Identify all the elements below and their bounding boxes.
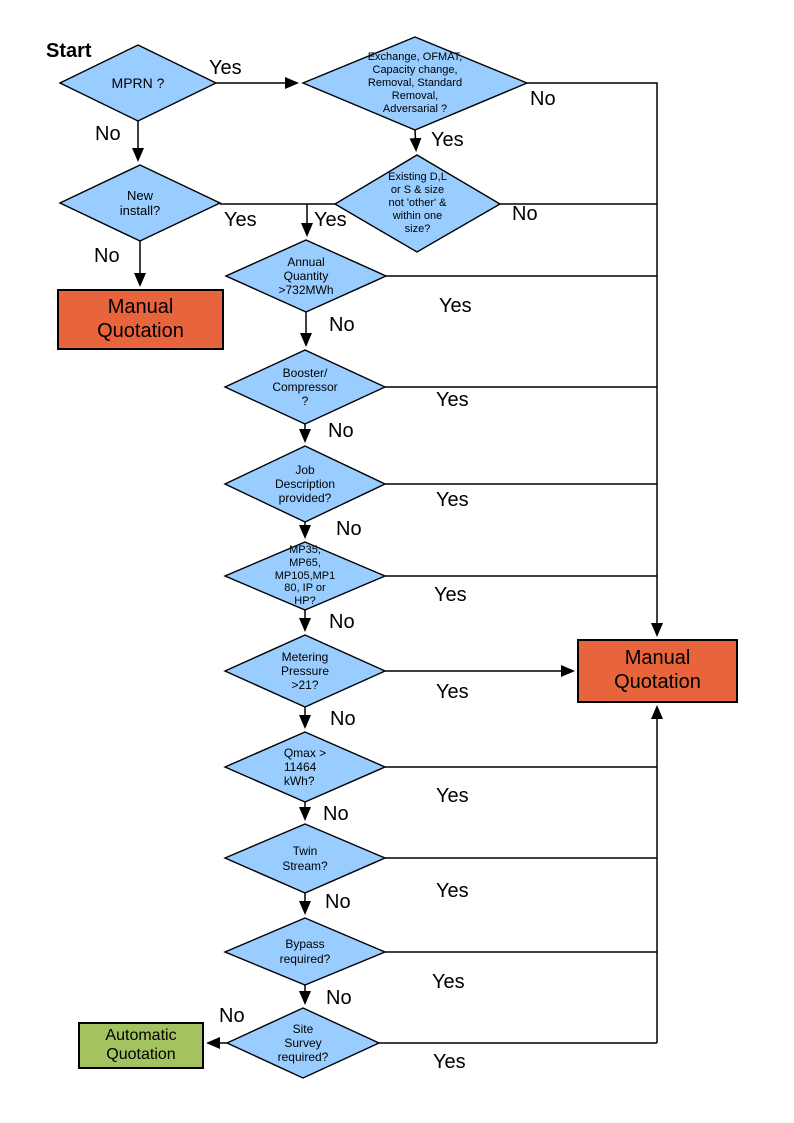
node-label-manual-quotation-left: Manual Quotation	[97, 295, 184, 342]
edge-label-mprn-yes: Yes	[209, 57, 242, 79]
edge-label-exchange-no: No	[530, 88, 556, 110]
edge-label-existing-yes: Yes	[314, 209, 347, 231]
decision-twin-stream	[223, 823, 387, 894]
edge-label-mp-no: No	[329, 611, 355, 633]
decision-qmax	[223, 731, 387, 803]
node-label-manual-quotation-right: Manual Quotation	[614, 647, 701, 693]
edge-label-qmax-no: No	[323, 803, 349, 825]
node-label-bypass: Bypass required?	[279, 937, 331, 966]
decision-mprn	[58, 44, 218, 122]
edge-label-bypass-yes: Yes	[432, 971, 465, 993]
node-label-existing-size: Existing D,L or S & size not 'other' & w…	[388, 171, 447, 235]
edge-label-annual-yes: Yes	[439, 295, 472, 317]
edge-label-existing-no: No	[512, 203, 538, 225]
edge-label-site-yes: Yes	[433, 1051, 466, 1073]
decision-metering-pressure	[223, 634, 387, 708]
edge-label-site-no: No	[219, 1005, 245, 1027]
node-label-mprn: MPRN ?	[111, 74, 165, 91]
decision-mp-pressure-tier	[223, 541, 387, 611]
decision-exchange	[301, 36, 529, 131]
node-label-annual-quantity: Annual Quantity >732MWh	[278, 254, 334, 298]
qmax-label-text: Qmax > 11464 kWh?	[283, 745, 327, 789]
edge-label-qmax-yes: Yes	[436, 785, 469, 807]
manual-quotation-box-left	[57, 289, 224, 350]
node-label-mp-pressure-tier: MP35, MP65, MP105,MP1 80, IP or HP?	[274, 543, 336, 608]
edge-label-job-no: No	[336, 518, 362, 540]
edge-label-metering-yes: Yes	[436, 681, 469, 703]
edge-label-twin-no: No	[325, 891, 351, 913]
edge-label-booster-no: No	[328, 420, 354, 442]
node-label-automatic-quotation: Automatic Quotation	[105, 1026, 177, 1063]
decision-existing-size	[333, 154, 502, 253]
decision-job-description	[223, 445, 387, 523]
decision-new-install	[58, 164, 222, 242]
edge-label-mp-yes: Yes	[434, 584, 467, 606]
manual-quotation-box-right	[577, 639, 738, 703]
edge-label-mprn-no: No	[95, 123, 121, 145]
edge-label-booster-yes: Yes	[436, 389, 469, 411]
automatic-quotation-box	[78, 1022, 204, 1069]
node-label-metering-pressure: Metering Pressure >21?	[280, 649, 330, 693]
decision-annual-quantity	[224, 239, 388, 313]
edge-label-metering-no: No	[330, 708, 356, 730]
connector-lines	[132, 77, 663, 1049]
node-label-job-description: Job Description provided?	[274, 462, 336, 506]
decision-site-survey	[225, 1007, 381, 1079]
node-label-qmax: Qmax > 11464 kWh?	[225, 732, 385, 802]
edge-label-bypass-no: No	[326, 987, 352, 1009]
node-label-exchange: Exchange, OFMAT, Capacity change, Remova…	[367, 51, 463, 115]
node-label-booster-compressor: Booster/ Compressor ?	[272, 365, 338, 409]
edge-label-twin-yes: Yes	[436, 880, 469, 902]
edge-label-exchange-yes: Yes	[431, 129, 464, 151]
decision-bypass	[223, 917, 387, 986]
edge-label-job-yes: Yes	[436, 489, 469, 511]
start-label: Start	[46, 40, 92, 62]
edge-label-new-install-no: No	[94, 245, 120, 267]
node-label-twin-stream: Twin Stream?	[282, 844, 328, 873]
node-label-site-survey: Site Survey required?	[277, 1021, 329, 1065]
decision-booster-compressor	[223, 349, 387, 425]
node-label-new-install: New install?	[119, 187, 161, 218]
edge-label-new-install-yes: Yes	[224, 209, 257, 231]
edge-label-annual-no: No	[329, 314, 355, 336]
